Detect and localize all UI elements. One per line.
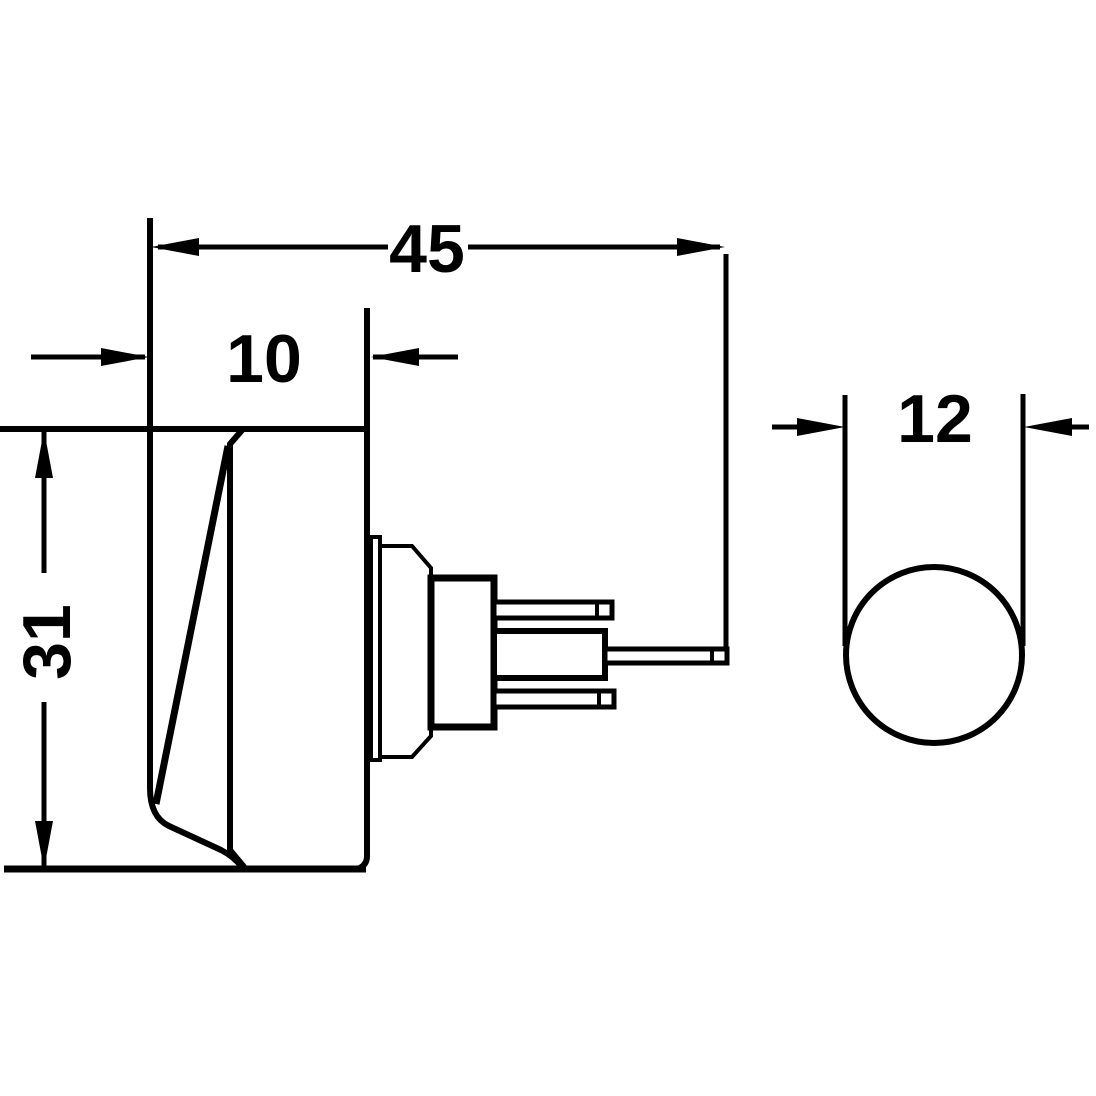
rocker-paddle-slant-line: [152, 445, 232, 805]
dim-12-arrowhead-right: [1024, 418, 1072, 436]
dim-31-label: 31: [9, 604, 85, 680]
dim-10: 10: [31, 321, 458, 397]
dim-12-label: 12: [897, 381, 973, 457]
dim-12-arrowhead-left: [797, 418, 845, 436]
dim-10-arrowhead-right: [371, 348, 419, 366]
switch-side-view: [0, 218, 730, 873]
dim-10-label: 10: [226, 321, 302, 397]
dim-12: 12: [772, 381, 1089, 646]
dim-31: 31: [9, 430, 85, 869]
dim-45-arrowhead-left: [151, 238, 199, 256]
terminal-middle-pin: [602, 646, 730, 666]
rocker-bezel-line: [227, 427, 248, 870]
dim-45-arrowhead-right: [677, 238, 725, 256]
knurled-mounting-nut: [378, 544, 433, 759]
dim-45: 45: [151, 211, 729, 648]
dim-31-arrowhead-down: [35, 821, 53, 869]
dim-45-label: 45: [389, 211, 465, 287]
terminal-bottom: [491, 688, 617, 710]
terminal-middle-blade: [491, 628, 608, 681]
rear-housing: [427, 574, 498, 731]
dim-31-arrowhead-up: [35, 430, 53, 478]
knob-circle: [843, 564, 1025, 746]
body-right-edge-line: [355, 308, 370, 872]
nut-face-gap: [419, 571, 427, 733]
dim-10-arrowhead-left: [101, 348, 149, 366]
terminal-top: [491, 599, 615, 621]
knob-front-view: [843, 564, 1025, 746]
